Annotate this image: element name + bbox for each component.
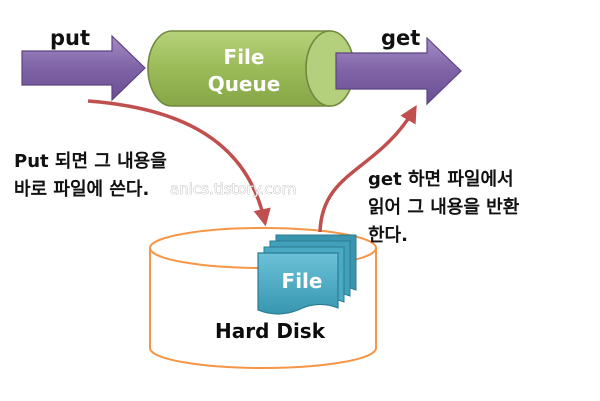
- get-note-line3: 한다.: [368, 225, 408, 246]
- file-stack-icon: [257, 234, 357, 315]
- file-queue-cylinder: [147, 30, 355, 107]
- hard-disk-label: Hard Disk: [215, 319, 326, 343]
- write-curve-arrow: [87, 99, 271, 227]
- queue-label-line1: File: [224, 45, 265, 69]
- get-label: get: [381, 26, 420, 50]
- file-icon-label: File: [282, 269, 323, 293]
- put-note-line2: 바로 파일에 쓴다.: [14, 179, 149, 200]
- put-label: put: [50, 26, 90, 50]
- put-note-line1: Put 되면 그 내용을: [14, 151, 167, 172]
- read-curve-arrow: [318, 104, 417, 233]
- queue-label-line2: Queue: [208, 72, 281, 96]
- watermark-text: anics.tistory.com: [170, 180, 296, 198]
- get-note-line1: get 하면 파일에서: [368, 169, 514, 190]
- get-arrow: [335, 36, 462, 106]
- get-note-line2: 읽어 그 내용을 반환: [368, 196, 520, 218]
- put-arrow: [21, 34, 146, 102]
